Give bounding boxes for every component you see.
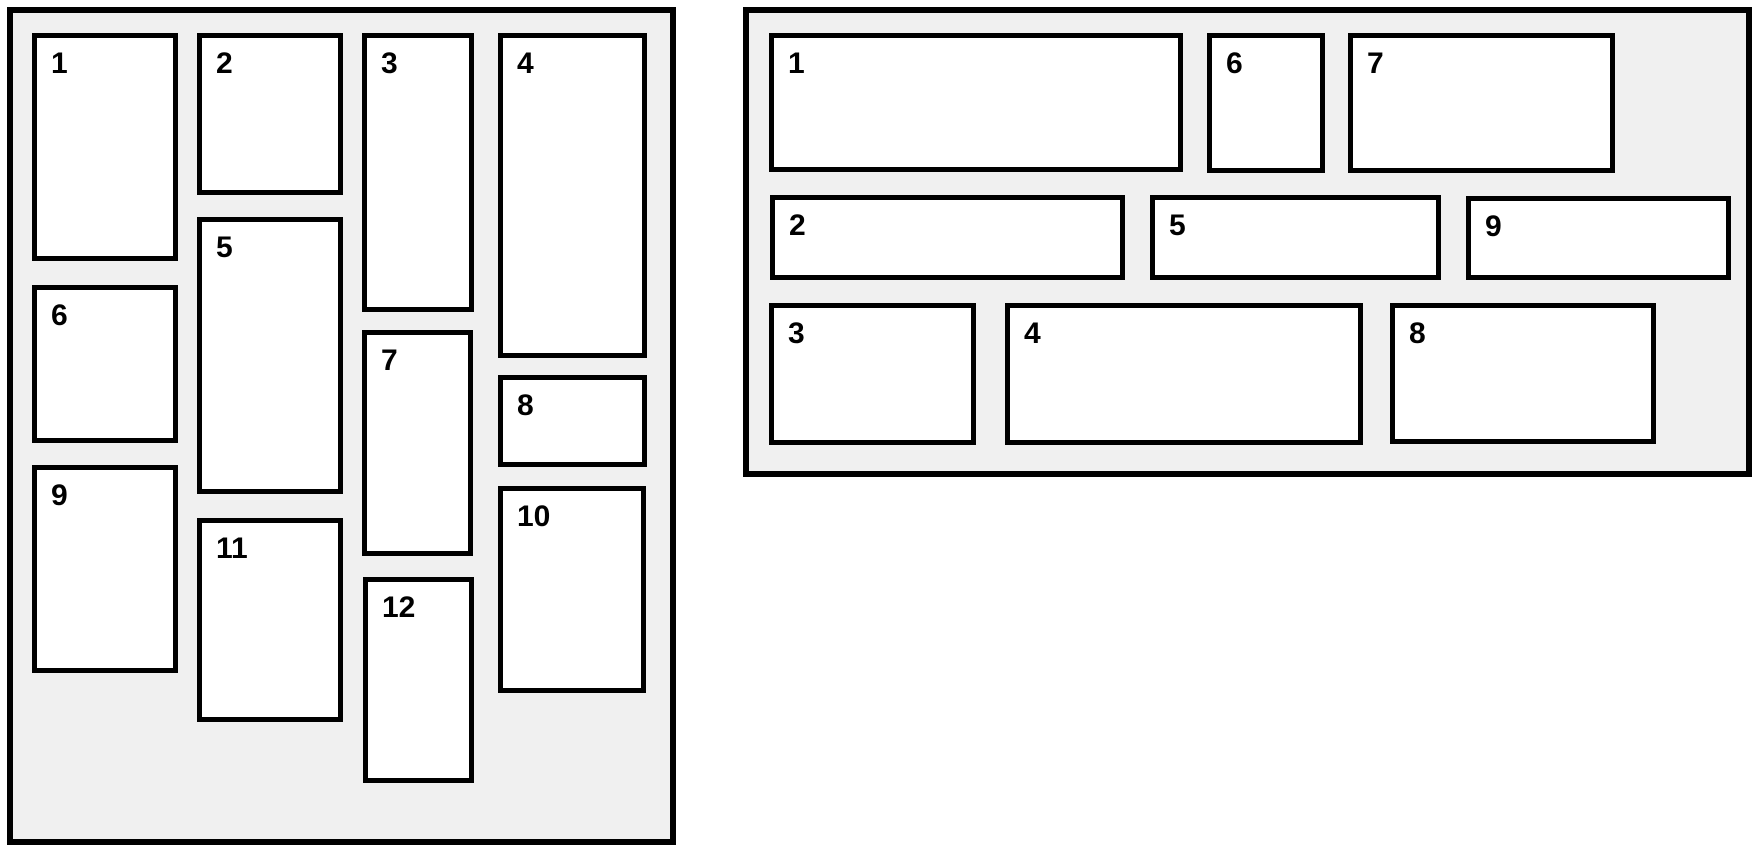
item-label: 12 <box>382 591 416 624</box>
vertical-masonry-panel: 1 2 3 4 5 6 7 8 9 10 11 12 <box>7 7 676 845</box>
masonry-item: 12 <box>363 577 474 783</box>
item-label: 2 <box>216 47 233 80</box>
item-label: 5 <box>216 231 233 264</box>
item-label: 11 <box>216 532 248 565</box>
masonry-item: 10 <box>498 486 646 693</box>
masonry-item: 7 <box>362 330 473 556</box>
item-label: 8 <box>517 389 534 422</box>
masonry-item: 9 <box>1466 196 1731 280</box>
masonry-item: 4 <box>498 33 647 358</box>
item-label: 8 <box>1409 317 1426 350</box>
masonry-item: 3 <box>362 33 474 312</box>
item-label: 1 <box>788 47 805 80</box>
masonry-item: 8 <box>498 375 647 467</box>
masonry-item: 3 <box>769 303 976 445</box>
masonry-item: 1 <box>769 33 1183 172</box>
item-label: 7 <box>1367 47 1384 80</box>
masonry-item: 1 <box>32 33 178 261</box>
item-label: 4 <box>1024 317 1041 350</box>
item-label: 10 <box>517 500 551 533</box>
item-label: 3 <box>381 47 398 80</box>
masonry-item: 5 <box>1150 195 1441 280</box>
masonry-item: 6 <box>32 285 178 443</box>
masonry-item: 9 <box>32 465 178 673</box>
masonry-item: 5 <box>197 217 343 494</box>
item-label: 3 <box>788 317 805 350</box>
item-label: 5 <box>1169 209 1186 242</box>
item-label: 7 <box>381 344 398 377</box>
masonry-item: 11 <box>197 518 343 722</box>
item-label: 6 <box>1226 47 1243 80</box>
item-label: 4 <box>517 47 534 80</box>
item-label: 1 <box>51 47 68 80</box>
horizontal-masonry-panel: 1 6 7 2 5 9 3 4 8 <box>743 7 1752 477</box>
masonry-item: 4 <box>1005 303 1363 445</box>
item-label: 6 <box>51 299 68 332</box>
masonry-item: 2 <box>770 195 1125 280</box>
item-label: 2 <box>789 209 806 242</box>
item-label: 9 <box>1485 210 1502 243</box>
item-label: 9 <box>51 479 68 512</box>
masonry-item: 2 <box>197 33 343 195</box>
masonry-item: 8 <box>1390 303 1656 444</box>
masonry-item: 7 <box>1348 33 1615 173</box>
masonry-item: 6 <box>1207 33 1325 173</box>
